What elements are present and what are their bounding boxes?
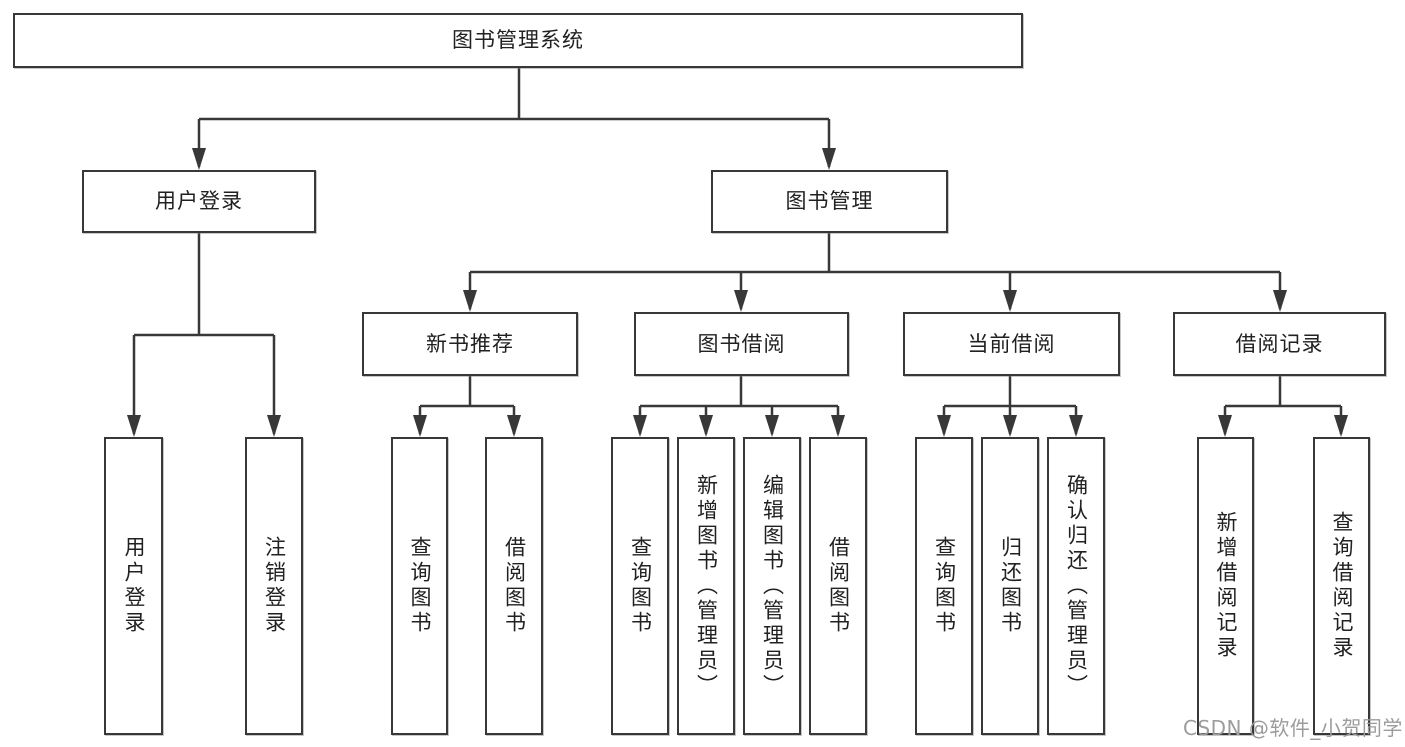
arrow-down-icon bbox=[127, 415, 141, 437]
leaf-borrow-add-book-admin: 新增图书（管理员） bbox=[677, 437, 735, 735]
leaf-user-login: 用户登录 bbox=[104, 437, 163, 735]
node-root-label: 图书管理系统 bbox=[452, 28, 584, 52]
node-book-borrow-label: 图书借阅 bbox=[697, 331, 786, 356]
arrow-down-icon bbox=[937, 415, 951, 437]
watermark: CSDN @软件_小贺同学 bbox=[1183, 716, 1403, 740]
leaf-current-query-book-label: 查询图书 bbox=[932, 536, 957, 636]
arrow-down-icon bbox=[822, 148, 836, 170]
arrow-down-icon bbox=[1069, 415, 1083, 437]
leaf-borrow-query-book-label: 查询图书 bbox=[628, 536, 653, 636]
arrow-down-icon bbox=[267, 415, 281, 437]
node-book-management-label: 图书管理 bbox=[785, 189, 874, 213]
leaf-borrow-query-book: 查询图书 bbox=[611, 437, 669, 735]
node-user-login: 用户登录 bbox=[82, 170, 316, 233]
node-book-management: 图书管理 bbox=[711, 170, 948, 233]
arrow-down-icon bbox=[831, 415, 845, 437]
leaf-current-confirm-return-admin-label: 确认归还（管理员） bbox=[1064, 473, 1089, 699]
arrow-down-icon bbox=[1334, 415, 1348, 437]
arrow-down-icon bbox=[507, 415, 521, 437]
leaf-borrow-borrow-book: 借阅图书 bbox=[809, 437, 867, 735]
leaf-borrow-edit-book-admin-label: 编辑图书（管理员） bbox=[760, 473, 785, 699]
leaf-record-query-record: 查询借阅记录 bbox=[1313, 437, 1370, 735]
leaf-logout: 注销登录 bbox=[245, 437, 303, 735]
arrow-down-icon bbox=[633, 415, 647, 437]
leaf-recommend-query-book: 查询图书 bbox=[391, 437, 448, 735]
node-borrow-record-label: 借阅记录 bbox=[1235, 331, 1324, 356]
node-borrow-record: 借阅记录 bbox=[1173, 312, 1386, 376]
arrow-down-icon bbox=[463, 290, 477, 312]
leaf-record-query-record-label: 查询借阅记录 bbox=[1330, 511, 1355, 661]
arrow-down-icon bbox=[765, 415, 779, 437]
arrow-down-icon bbox=[413, 415, 427, 437]
leaf-borrow-borrow-book-label: 借阅图书 bbox=[826, 536, 851, 636]
leaf-recommend-query-book-label: 查询图书 bbox=[408, 536, 433, 636]
leaf-borrow-edit-book-admin: 编辑图书（管理员） bbox=[743, 437, 801, 735]
leaf-user-login-label: 用户登录 bbox=[122, 536, 147, 636]
node-user-login-label: 用户登录 bbox=[155, 189, 243, 213]
connector-paths bbox=[132, 68, 1343, 434]
leaf-borrow-add-book-admin-label: 新增图书（管理员） bbox=[694, 473, 719, 699]
leaf-logout-label: 注销登录 bbox=[262, 536, 287, 636]
leaf-current-confirm-return-admin: 确认归还（管理员） bbox=[1047, 437, 1105, 735]
leaf-record-add-record: 新增借阅记录 bbox=[1197, 437, 1254, 735]
leaf-record-add-record-label: 新增借阅记录 bbox=[1214, 511, 1239, 661]
leaf-current-return-book: 归还图书 bbox=[981, 437, 1039, 735]
node-new-book-recommend: 新书推荐 bbox=[362, 312, 578, 376]
node-current-borrow: 当前借阅 bbox=[903, 312, 1120, 376]
leaf-current-return-book-label: 归还图书 bbox=[998, 536, 1023, 636]
arrow-down-icon bbox=[1273, 290, 1287, 312]
arrow-down-icon bbox=[1218, 415, 1232, 437]
arrow-down-icon bbox=[192, 148, 206, 170]
arrow-down-icon bbox=[699, 415, 713, 437]
node-root: 图书管理系统 bbox=[13, 13, 1023, 68]
leaf-recommend-borrow-book-label: 借阅图书 bbox=[502, 536, 527, 636]
arrow-down-icon bbox=[1003, 415, 1017, 437]
leaf-recommend-borrow-book: 借阅图书 bbox=[485, 437, 543, 735]
node-current-borrow-label: 当前借阅 bbox=[967, 331, 1056, 356]
node-new-book-recommend-label: 新书推荐 bbox=[426, 331, 514, 356]
arrow-down-icon bbox=[734, 290, 748, 312]
arrow-down-icon bbox=[1003, 290, 1017, 312]
node-book-borrow: 图书借阅 bbox=[634, 312, 849, 376]
leaf-current-query-book: 查询图书 bbox=[915, 437, 973, 735]
